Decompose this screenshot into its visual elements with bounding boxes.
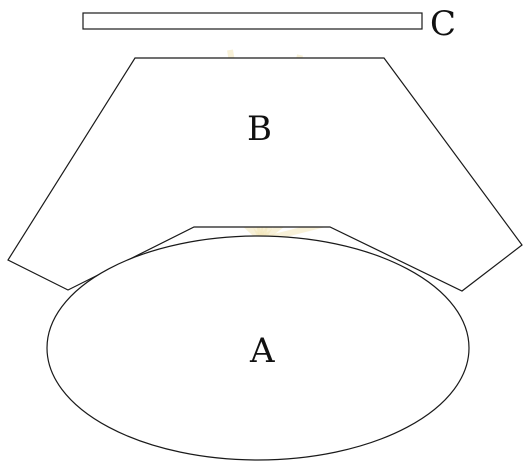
shape-b-polygon	[7, 57, 523, 292]
label-b: B	[247, 109, 272, 149]
label-c: C	[430, 4, 456, 44]
shape-a-ellipse	[46, 235, 470, 461]
shape-c-bar	[82, 12, 423, 30]
label-a: A	[249, 331, 275, 371]
